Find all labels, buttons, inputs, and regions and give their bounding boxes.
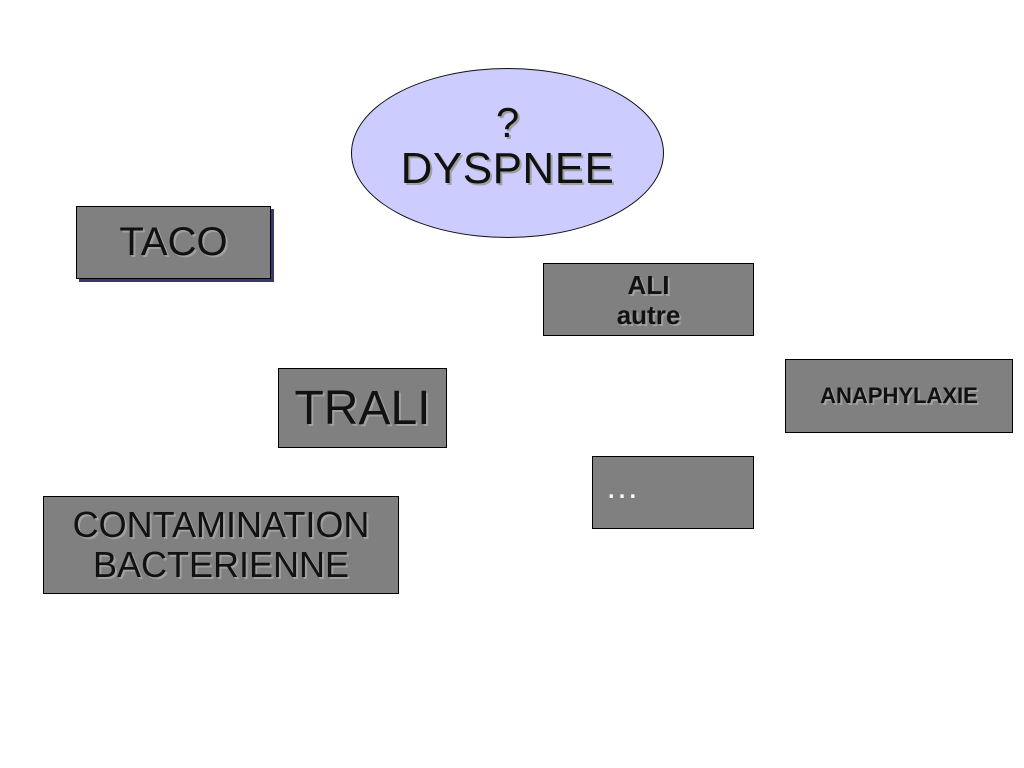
contamination-label-line2: BACTERIENNE: [92, 544, 350, 585]
anaphylaxie-label: ANAPHYLAXIE: [820, 383, 978, 408]
ellipsis-box: …: [592, 456, 754, 529]
question-mark: ?: [495, 99, 520, 146]
anaphylaxie-box: ANAPHYLAXIE: [785, 359, 1013, 433]
dyspnee-ellipse: ? DYSPNEE: [351, 68, 664, 238]
taco-box: TACO: [76, 206, 271, 279]
ali-label-line2: autre: [616, 299, 681, 330]
ellipsis-label: …: [605, 468, 643, 506]
trali-box: TRALI: [278, 368, 447, 448]
trali-label: TRALI: [294, 381, 431, 435]
contamination-label-line1: CONTAMINATION: [72, 504, 370, 545]
taco-label: TACO: [119, 220, 228, 264]
ali-label-line1: ALI: [627, 269, 670, 300]
contamination-box: CONTAMINATION BACTERIENNE: [43, 496, 399, 594]
dyspnee-title: DYSPNEE: [400, 144, 615, 193]
ali-box: ALI autre: [543, 263, 754, 336]
